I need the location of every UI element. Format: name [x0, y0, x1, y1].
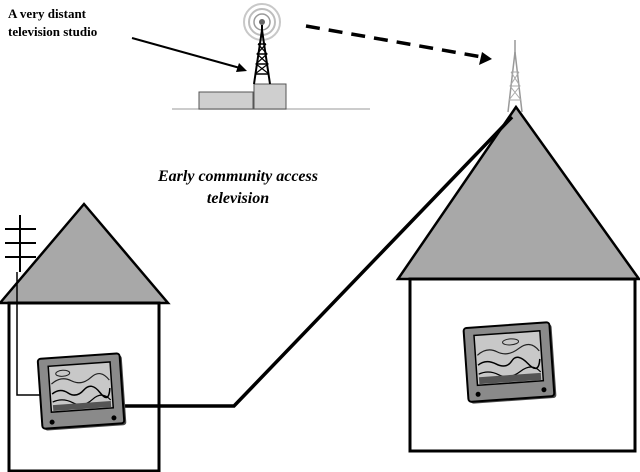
antenna-cable: [16, 272, 48, 396]
left-television-icon: [36, 352, 127, 431]
left-house-roof: [0, 202, 171, 305]
studio-building: [198, 83, 287, 110]
right-television-icon: [462, 321, 557, 404]
broadcast-tower-icon: [243, 3, 281, 85]
signal-dashed-arrow: [305, 24, 492, 65]
right-house: [395, 104, 640, 453]
receiving-tower-icon: [507, 40, 523, 113]
community-cable: [120, 115, 514, 408]
studio-label: A very distant television studio: [8, 6, 98, 39]
right-house-roof: [395, 104, 640, 281]
studio-pointer-arrow: [131, 37, 247, 72]
right-house-wall: [408, 277, 637, 453]
diagram-caption: Early community access television: [158, 168, 318, 207]
left-house: [0, 202, 171, 472]
antenna-icon: [5, 215, 36, 272]
